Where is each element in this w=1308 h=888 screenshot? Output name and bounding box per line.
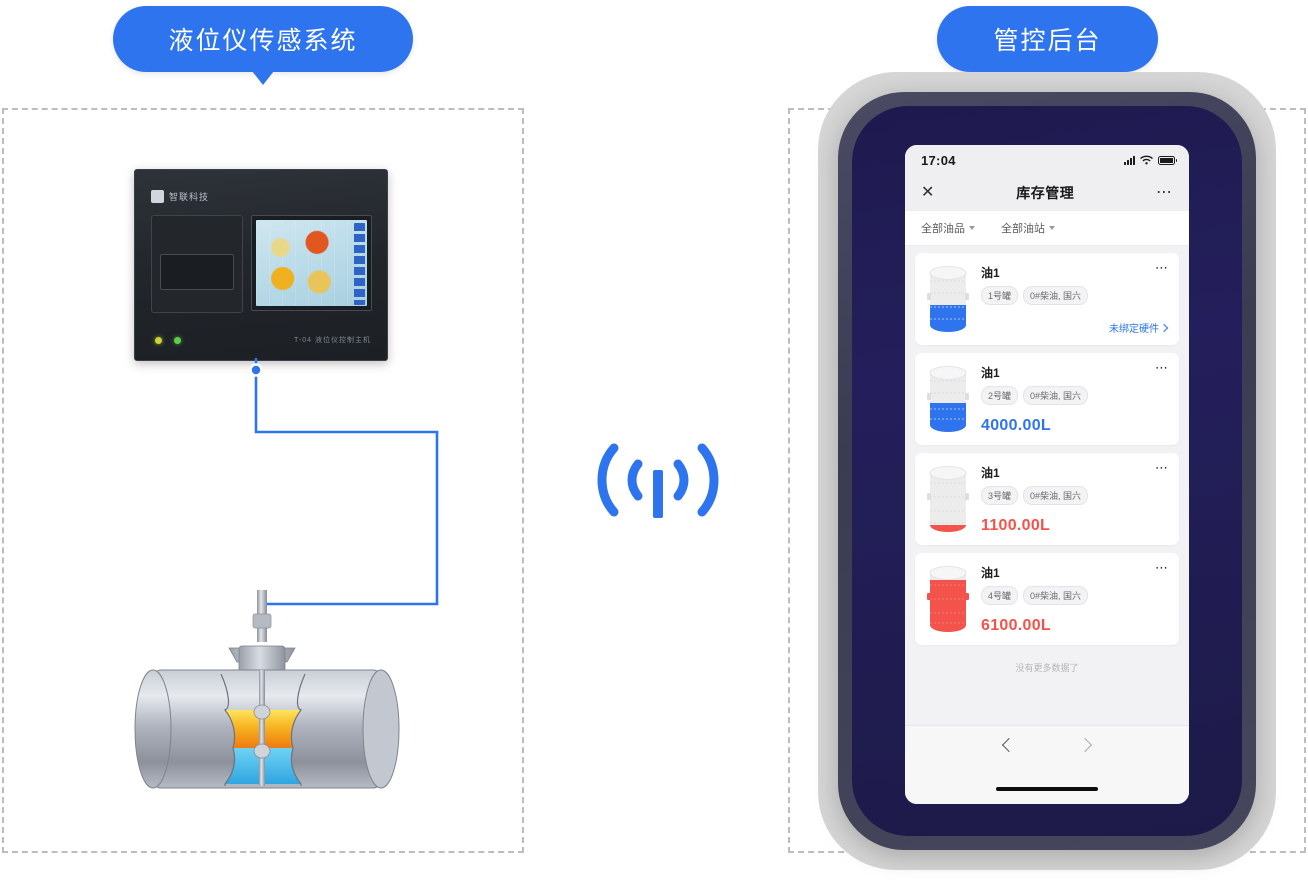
device-status-leds [155, 337, 181, 344]
tank-level-icon [927, 566, 969, 632]
tank-list[interactable]: ⋯ 油1 1号罐 0#柴油, 国六 未绑定硬件 [905, 246, 1189, 725]
filter-fuel-type[interactable]: 全部油品 [921, 220, 975, 236]
chevron-left-icon[interactable] [1001, 737, 1017, 753]
filter-bar: 全部油品 全部油站 [905, 211, 1189, 246]
fuel-type-tag: 0#柴油, 国六 [1023, 286, 1089, 305]
more-horizontal-icon[interactable]: ⋯ [1155, 260, 1169, 275]
nav-bar: ✕ 库存管理 ⋯ [905, 175, 1189, 211]
callout-sensor-system-label: 液位仪传感系统 [168, 27, 358, 55]
chevron-down-icon [969, 226, 975, 230]
tank-volume: 1100.00L [981, 517, 1051, 534]
device-lcd-screen [251, 215, 372, 311]
tank-name: 油1 [981, 266, 1000, 280]
status-icons [1124, 155, 1177, 165]
card-body: 油1 1号罐 0#柴油, 国六 未绑定硬件 [981, 263, 1169, 335]
close-icon[interactable]: ✕ [921, 184, 935, 201]
fuel-type-tag: 0#柴油, 国六 [1023, 486, 1089, 505]
filter-station-label: 全部油站 [1001, 223, 1045, 235]
tank-number-tag: 4号罐 [981, 586, 1019, 605]
tag-row: 4号罐 0#柴油, 国六 [981, 586, 1167, 605]
tag-row: 3号罐 0#柴油, 国六 [981, 486, 1167, 505]
card-body: 油1 2号罐 0#柴油, 国六 4000.00L [981, 363, 1167, 435]
phone-bottom-bar [905, 725, 1189, 804]
device-model-label: T-04 液位仪控制主机 [294, 337, 371, 344]
more-horizontal-icon[interactable]: ⋯ [1155, 360, 1169, 375]
more-horizontal-icon[interactable]: ⋯ [1156, 184, 1173, 201]
card-body: 油1 4号罐 0#柴油, 国六 6100.00L [981, 563, 1167, 635]
device-brand: 智联科技 [151, 190, 209, 203]
tag-row: 2号罐 0#柴油, 国六 [981, 386, 1167, 405]
page-title: 库存管理 [1016, 185, 1075, 201]
tank-level-icon [927, 366, 969, 432]
led-yellow-icon [155, 337, 162, 344]
status-bar: 17:04 [905, 145, 1189, 175]
led-green-icon [174, 337, 181, 344]
brand-logo-icon [151, 190, 164, 203]
tank-number-tag: 3号罐 [981, 486, 1019, 505]
fuel-type-tag: 0#柴油, 国六 [1023, 386, 1089, 405]
list-item[interactable]: ⋯ 油1 1号罐 0#柴油, 国六 未绑定硬件 [915, 253, 1179, 345]
callout-sensor-system: 液位仪传感系统 [113, 6, 413, 85]
callout-management-backend-label: 管控后台 [993, 27, 1102, 55]
callout-management-backend: 管控后台 [937, 6, 1158, 85]
unbound-hardware-label: 未绑定硬件 [1109, 324, 1159, 335]
tank-number-tag: 1号罐 [981, 286, 1019, 305]
list-item[interactable]: ⋯ 油1 4号罐 0#柴油, 国六 6100.00L [915, 553, 1179, 645]
tag-row: 1号罐 0#柴油, 国六 [981, 286, 1167, 305]
tank-number-tag: 2号罐 [981, 386, 1019, 405]
home-indicator [996, 787, 1098, 791]
card-body: 油1 3号罐 0#柴油, 国六 1100.00L [981, 463, 1167, 535]
sensor-system-region [2, 108, 524, 853]
printer-slot-icon [151, 215, 243, 313]
cellular-signal-icon [1124, 155, 1135, 165]
list-item[interactable]: ⋯ 油1 2号罐 0#柴油, 国六 4000.00L [915, 353, 1179, 445]
wifi-icon [1140, 155, 1153, 165]
wireless-signal-icon [597, 443, 719, 518]
chevron-right-icon [1159, 323, 1169, 332]
more-horizontal-icon[interactable]: ⋯ [1155, 560, 1169, 575]
page-arrows [905, 726, 1189, 753]
list-end-text: 没有更多数据了 [1015, 663, 1079, 673]
tank-level-icon [927, 466, 969, 532]
phone-screen: 17:04 ✕ 库存管理 ⋯ 全部油品 全部油站 ⋯ [905, 145, 1189, 804]
chevron-down-icon [1049, 226, 1055, 230]
unbound-hardware-link[interactable]: 未绑定硬件 [1109, 320, 1169, 335]
lcd-display-icon [256, 220, 367, 306]
tank-name: 油1 [981, 466, 1000, 480]
tank-name: 油1 [981, 366, 1000, 380]
fuel-type-tag: 0#柴油, 国六 [1023, 586, 1089, 605]
device-brand-label: 智联科技 [169, 192, 210, 202]
status-time: 17:04 [921, 152, 956, 168]
filter-fuel-type-label: 全部油品 [921, 223, 965, 235]
list-item[interactable]: ⋯ 油1 3号罐 0#柴油, 国六 1100.00L [915, 453, 1179, 545]
callout-tail [252, 71, 274, 85]
more-horizontal-icon[interactable]: ⋯ [1155, 460, 1169, 475]
tank-name: 油1 [981, 566, 1000, 580]
tank-volume: 4000.00L [981, 417, 1052, 434]
filter-station[interactable]: 全部油站 [1001, 220, 1055, 236]
chevron-right-icon[interactable] [1077, 737, 1093, 753]
tank-level-icon [927, 266, 969, 332]
fuel-tank-cutaway [134, 590, 400, 789]
level-gauge-controller-device: 智联科技 T-04 液位仪控制主机 [134, 169, 388, 361]
tank-volume: 6100.00L [981, 617, 1052, 634]
battery-icon [1158, 155, 1177, 165]
